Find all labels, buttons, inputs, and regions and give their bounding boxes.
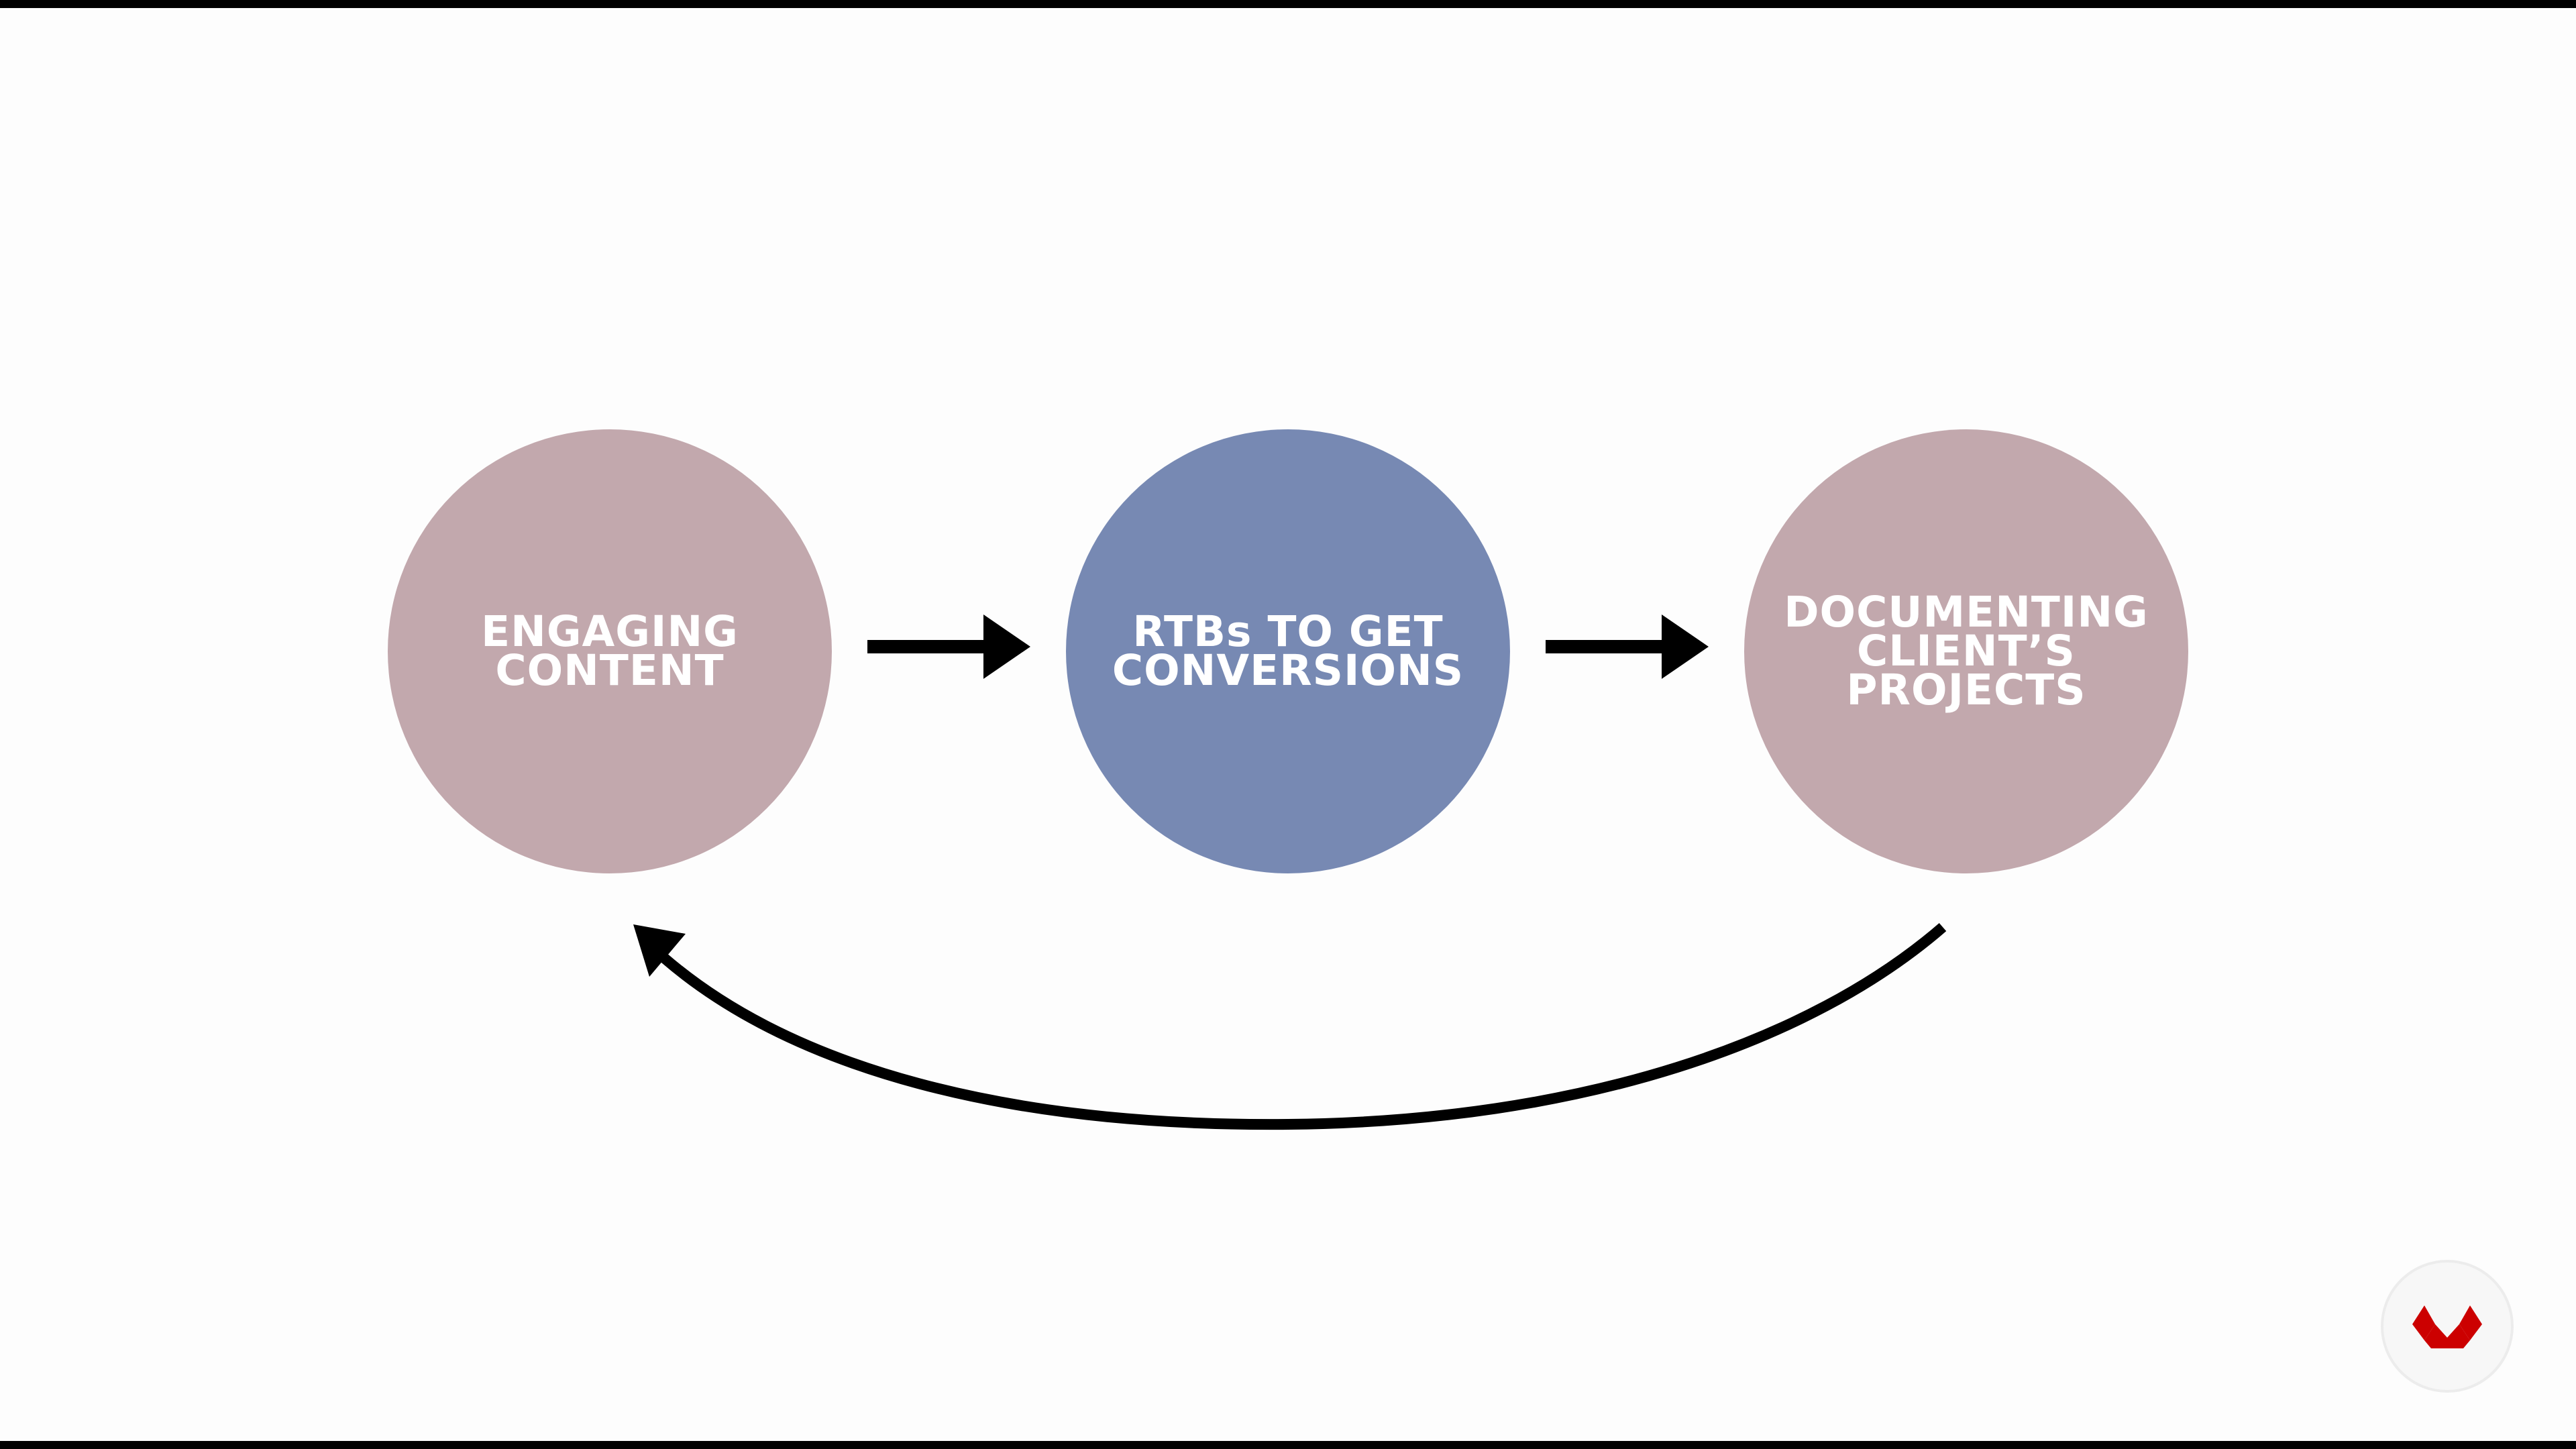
arrow-documenting-to-engaging (633, 922, 1947, 1130)
arrow-engaging-to-rtbs (867, 614, 1030, 679)
node-engaging-content: ENGAGING CONTENT (388, 429, 832, 873)
node-documenting-clients-projects: DOCUMENTING CLIENT’S PROJECTS (1744, 429, 2188, 873)
brand-logo-badge (2381, 1260, 2514, 1393)
arrow-rtbs-to-documenting (1546, 614, 1709, 679)
node-documenting-clients-projects-label: DOCUMENTING CLIENT’S PROJECTS (1784, 588, 2149, 714)
red-crown-logo-icon (2412, 1305, 2482, 1348)
node-rtbs-to-get-conversions-label: RTBs TO GET CONVERSIONS (1112, 607, 1464, 695)
diagram-canvas: ENGAGING CONTENT RTBs TO GET CONVERSIONS… (0, 8, 2576, 1441)
diagram-connectors (633, 614, 1947, 1130)
node-rtbs-to-get-conversions: RTBs TO GET CONVERSIONS (1066, 429, 1510, 873)
node-engaging-content-label: ENGAGING CONTENT (481, 607, 739, 695)
